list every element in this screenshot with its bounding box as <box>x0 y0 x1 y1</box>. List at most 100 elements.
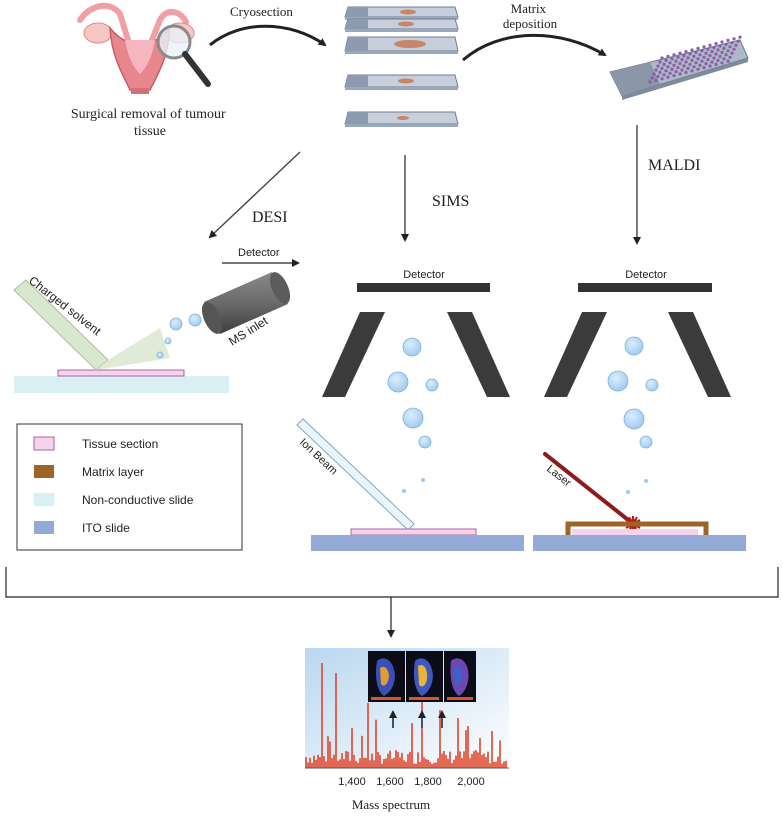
plate-spot <box>708 54 712 58</box>
plate-spot <box>660 77 664 81</box>
plate-spot <box>724 42 728 47</box>
spectrum-peaks <box>305 663 507 768</box>
plate-spot <box>706 58 710 62</box>
desi-arrow <box>208 151 301 239</box>
plate-spot <box>668 71 672 75</box>
plate-spot <box>658 70 662 74</box>
slide <box>344 36 459 54</box>
plate-spot <box>672 74 676 78</box>
plate-spot <box>702 66 706 70</box>
plate-spot <box>722 46 726 51</box>
ion-droplet <box>624 336 644 356</box>
sims-ion-optic-right <box>447 312 510 397</box>
maldi-detector-bar <box>578 283 712 292</box>
step-surgery-line2: tissue <box>134 124 166 139</box>
legend-swatch <box>34 465 54 478</box>
plate-spot <box>662 73 666 77</box>
plate-spot <box>674 70 678 74</box>
plate-spot <box>732 47 736 51</box>
spectrum-tick-label: 1,800 <box>414 776 442 788</box>
plate-spot <box>704 51 708 55</box>
matrix-deposition-arrow <box>462 33 607 62</box>
plate-spot <box>700 59 704 63</box>
maldi-ion-optic-right <box>668 312 731 397</box>
plate-spot <box>654 78 658 82</box>
maldi-ion-optic-left <box>544 312 607 397</box>
step-matrix-label: Matrix deposition <box>503 1 558 31</box>
step-cryosection-label: Cryosection <box>230 4 293 19</box>
ion-droplet <box>645 378 659 392</box>
legend-label: Non-conductive slide <box>82 493 194 507</box>
legend-label: Tissue section <box>82 437 158 451</box>
plate-spot <box>730 41 734 45</box>
plate-spot <box>728 55 732 59</box>
plate-spot <box>672 53 676 57</box>
slide <box>344 111 459 127</box>
plate-spot <box>724 53 728 57</box>
charged-solvent-nozzle <box>13 279 170 371</box>
plate-spot <box>718 44 722 48</box>
plate-spot <box>732 37 736 41</box>
ito-slide <box>533 535 746 551</box>
plate-spot <box>708 64 712 68</box>
spectrum-caption: Mass spectrum <box>352 797 430 812</box>
plate-spot <box>680 58 684 62</box>
tissue-section <box>57 369 185 377</box>
slide <box>344 6 459 20</box>
plate-spot <box>734 43 738 47</box>
sims-panel: Detector Ion Beam <box>296 269 524 551</box>
plate-spot <box>650 76 654 80</box>
non-conductive-slide <box>14 376 229 393</box>
plate-spot <box>666 65 670 69</box>
step-surgery-line1: Surgical removal of tumour <box>71 107 226 122</box>
plate-spot <box>702 45 706 49</box>
spectrum-tick-label: 1,400 <box>338 776 366 788</box>
maldi-plate <box>609 35 749 100</box>
desi-detector-label: Detector <box>238 247 280 259</box>
ion-beam <box>296 418 415 531</box>
plate-spot <box>698 63 702 67</box>
plate-spot <box>680 68 684 72</box>
plate-spot <box>654 68 658 72</box>
plate-spot <box>710 60 714 64</box>
plate-spot <box>676 66 680 70</box>
plate-spot <box>694 50 698 55</box>
sims-detector-bar <box>357 283 490 292</box>
plate-spot <box>698 53 702 57</box>
plate-spot <box>662 62 666 66</box>
plate-spot <box>648 80 652 84</box>
maldi-panel: Detector Laser <box>533 269 746 551</box>
plate-spot <box>692 54 696 59</box>
plate-spot <box>718 54 722 59</box>
plate-spot <box>672 63 676 67</box>
merge-bracket <box>5 567 779 598</box>
plate-spot <box>666 75 670 79</box>
spectrum-tick-label: 1,600 <box>376 776 404 788</box>
plate-spot <box>738 35 742 39</box>
plate-spot <box>678 51 682 55</box>
ion-images <box>368 651 476 702</box>
plate-spot <box>664 69 668 73</box>
plate-spot <box>702 55 706 59</box>
plate-spot <box>726 38 730 43</box>
ion-droplet <box>607 370 629 392</box>
plate-spot <box>696 46 700 51</box>
ion-droplet <box>626 490 630 494</box>
ito-slide <box>311 535 524 551</box>
ms-inlet-cylinder <box>201 272 291 334</box>
plate-spot <box>712 56 716 60</box>
plate-spot <box>660 66 664 70</box>
plate-spot <box>682 54 686 58</box>
sims-detector-label: Detector <box>403 269 445 281</box>
plate-spot <box>708 43 712 47</box>
cryosection-arrow <box>209 24 327 47</box>
ion-droplet <box>418 435 432 449</box>
ion-droplet <box>402 489 406 493</box>
plate-spot <box>720 40 724 44</box>
plate-spot <box>684 60 688 64</box>
plate-spot <box>690 48 694 52</box>
